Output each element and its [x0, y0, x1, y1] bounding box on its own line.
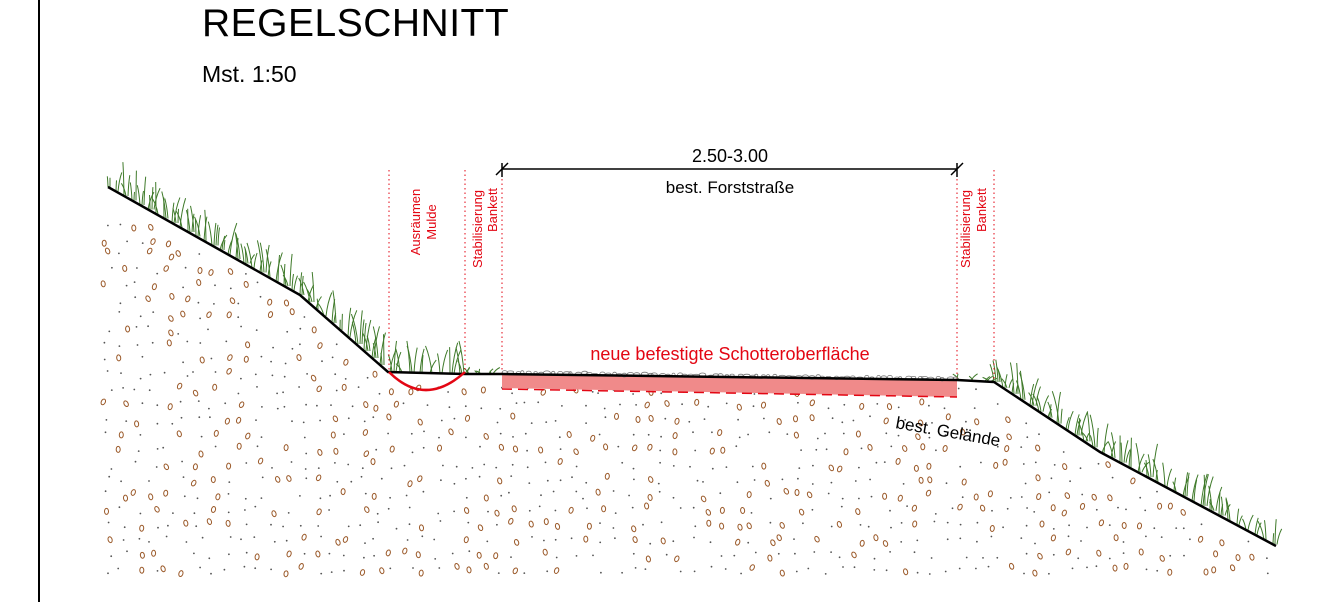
zone-boundary-lines [388, 170, 995, 382]
surface-label: neue befestigte Schotteroberfläche [590, 344, 869, 364]
dimension-label: best. Forststraße [666, 178, 794, 197]
zone-shoulder-left-label-2: Bankett [485, 188, 500, 232]
zone-shoulder-right-label-2: Bankett [974, 188, 989, 232]
dimension-value: 2.50-3.00 [692, 146, 768, 166]
drawing-title: REGELSCHNITT [202, 2, 510, 45]
dimension-line [495, 162, 964, 177]
zone-shoulder-right-label-1: Stabilisierung [958, 190, 973, 268]
zone-ditch-label-2: Mulde [424, 204, 439, 239]
drawing-frame-line [38, 0, 40, 602]
zone-ditch-label-1: Ausräumen [408, 189, 423, 255]
ditch-curve [388, 371, 466, 392]
zone-shoulder-left-label-1: Stabilisierung [470, 190, 485, 268]
terrain-line [107, 185, 1277, 548]
ground-label: best. Gelände [894, 413, 1002, 450]
soil-texture [100, 223, 1269, 578]
gravel-base-line [501, 388, 958, 398]
drawing-scale: Mst. 1:50 [202, 61, 297, 87]
